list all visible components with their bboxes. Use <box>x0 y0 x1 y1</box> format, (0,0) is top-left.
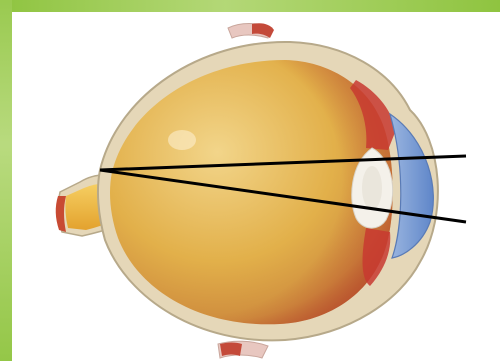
muscle-bottom-belly <box>220 343 242 357</box>
lens-shading <box>362 166 382 210</box>
eye-muscle-top <box>228 23 274 38</box>
eye-muscle-bottom <box>218 341 268 358</box>
vitreous-highlight <box>168 130 196 150</box>
